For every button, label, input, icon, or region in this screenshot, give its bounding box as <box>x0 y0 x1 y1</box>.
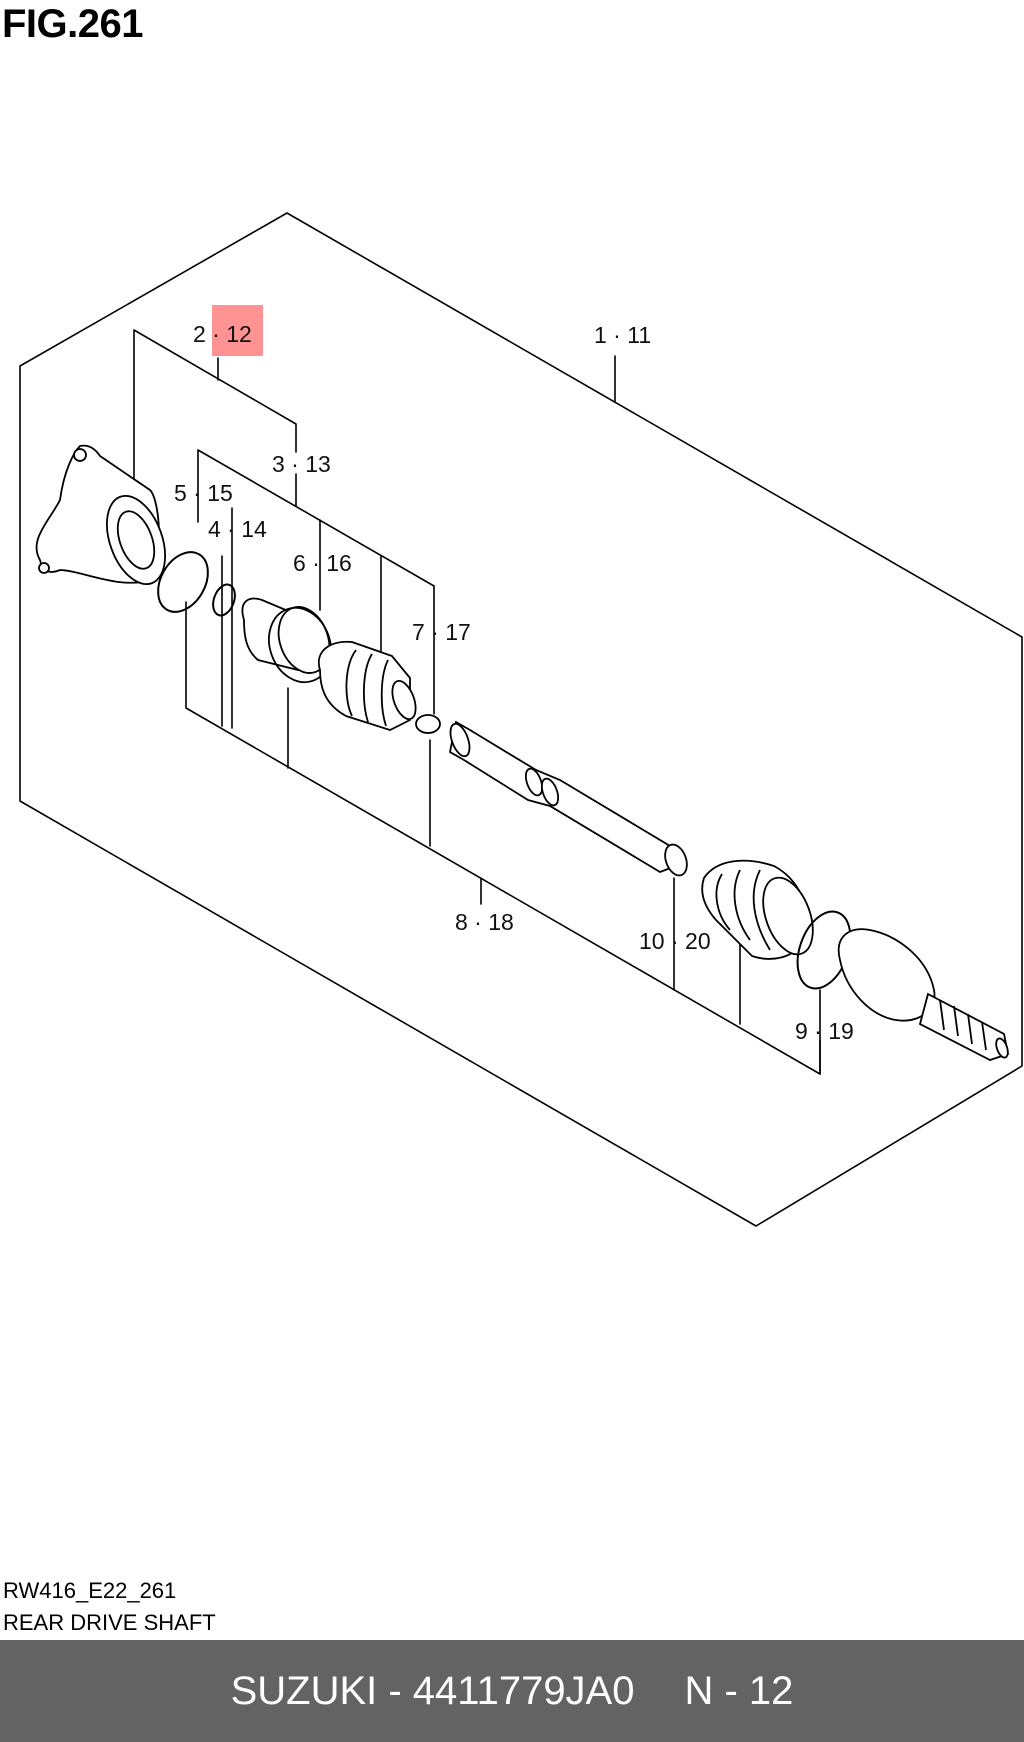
callout-8-18[interactable]: 8 · 18 <box>455 909 514 935</box>
outboard-boot <box>701 859 814 960</box>
snap-rings <box>157 551 236 617</box>
footer-part-number: SUZUKI - 4411779JA0 <box>230 1668 635 1713</box>
callout-4-14[interactable]: 4 · 14 <box>208 516 267 542</box>
callout-6-16[interactable]: 6 · 16 <box>293 550 352 576</box>
tripod-joint <box>241 597 332 684</box>
callout-1-11[interactable]: 1 · 11 <box>594 322 652 348</box>
assembly-boundary <box>19 212 1023 1227</box>
footer-reference: N - 12 <box>684 1668 794 1713</box>
inboard-joint-housing <box>35 444 166 586</box>
inboard-boot <box>317 640 417 731</box>
selected-callout-highlight <box>212 305 263 356</box>
outboard-joint <box>837 928 1010 1061</box>
bracket-3-13 <box>197 449 435 715</box>
exploded-parts-diagram <box>19 212 1023 1227</box>
diagram-name: REAR DRIVE SHAFT <box>3 1610 216 1635</box>
callout-7-17[interactable]: 7 · 17 <box>412 619 471 645</box>
callout-10-20[interactable]: 10 · 20 <box>639 928 711 954</box>
callout-5-15[interactable]: 5 · 15 <box>174 480 233 506</box>
bracket-8-18 <box>185 601 821 1075</box>
footer-bar: SUZUKI - 4411779JA0 N - 12 <box>0 1640 1024 1742</box>
drive-shaft <box>448 720 688 877</box>
diagram-code: RW416_E22_261 <box>3 1578 177 1603</box>
figure-title: FIG.261 <box>2 2 144 46</box>
leader-6-16 <box>287 519 321 769</box>
callout-2-12[interactable]: 2 · 12 <box>193 321 252 347</box>
callout-9-19[interactable]: 9 · 19 <box>795 1018 854 1044</box>
boot-clamp-small <box>415 714 441 734</box>
callout-3-13[interactable]: 3 · 13 <box>272 451 331 477</box>
